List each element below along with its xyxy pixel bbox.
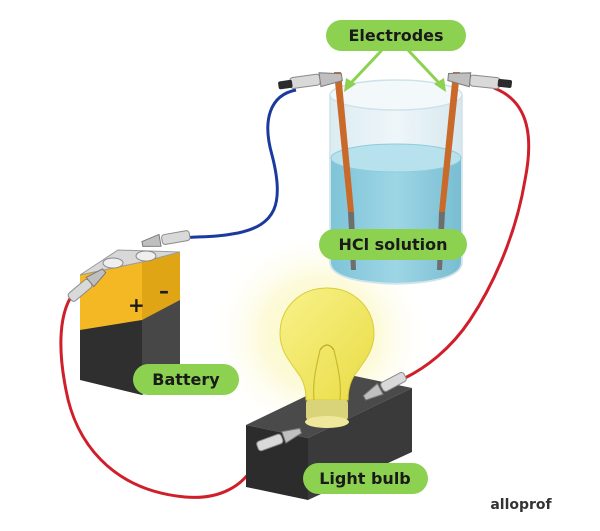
blue-wire bbox=[181, 88, 297, 240]
light-bulb-label: Light bulb bbox=[303, 463, 428, 494]
alligator-clip-icon bbox=[141, 230, 191, 247]
alligator-clip-icon bbox=[67, 268, 107, 302]
battery-label: Battery bbox=[133, 364, 239, 395]
electrodes-label-text: Electrodes bbox=[348, 26, 443, 45]
positive-terminal-sign: + bbox=[128, 293, 145, 317]
negative-terminal-sign: – bbox=[159, 279, 169, 303]
light-bulb-label-text: Light bulb bbox=[319, 469, 411, 488]
red-wire-right bbox=[404, 86, 531, 380]
alligator-clip-icon bbox=[362, 371, 407, 401]
alloprof-logo: alloprof bbox=[490, 497, 552, 513]
battery-label-text: Battery bbox=[152, 370, 220, 389]
light-bulb-icon bbox=[279, 287, 375, 428]
hcl-solution-label: HCl solution bbox=[319, 229, 467, 260]
electrodes-label: Electrodes bbox=[326, 20, 466, 92]
alligator-clip-icon bbox=[447, 72, 513, 90]
alligator-clip-icon bbox=[256, 427, 303, 452]
alligator-clip-icon bbox=[278, 72, 343, 90]
hcl-solution-label-text: HCl solution bbox=[338, 235, 447, 254]
red-wire-left bbox=[59, 288, 258, 499]
